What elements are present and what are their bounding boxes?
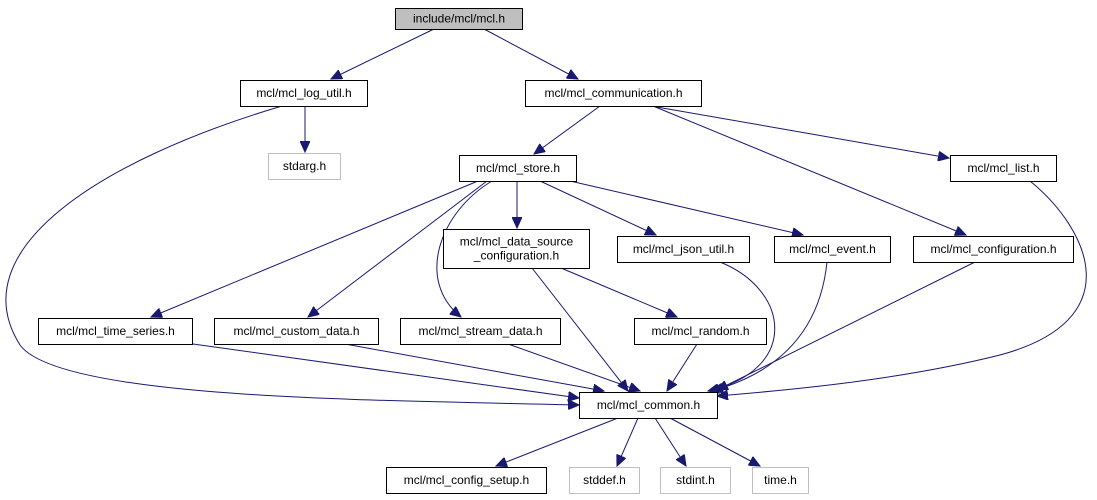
- node-list[interactable]: mcl/mcl_list.h: [950, 155, 1057, 182]
- node-label: mcl/mcl_custom_data.h: [233, 324, 359, 338]
- node-box: [617, 236, 750, 263]
- node-time-series[interactable]: mcl/mcl_time_series.h: [38, 318, 193, 345]
- node-stddef[interactable]: stddef.h: [569, 467, 640, 494]
- edge-store-to-event: [569, 180, 803, 235]
- edge-common-to-config-setup: [496, 417, 619, 466]
- node-event[interactable]: mcl/mcl_event.h: [774, 236, 891, 263]
- edge-root-to-log-util: [331, 28, 435, 79]
- node-box: [268, 153, 341, 180]
- node-json-util[interactable]: mcl/mcl_json_util.h: [617, 236, 750, 263]
- node-stream-data[interactable]: mcl/mcl_stream_data.h: [400, 318, 561, 345]
- node-box: [395, 8, 523, 30]
- edge-data-source-configuration-to-common: [531, 267, 628, 391]
- node-config-setup[interactable]: mcl/mcl_config_setup.h: [386, 467, 547, 494]
- edge-communication-to-configuration: [652, 105, 966, 235]
- node-box: [950, 155, 1057, 182]
- node-label: mcl/mcl_event.h: [789, 242, 876, 256]
- edge-custom-data-to-common: [344, 343, 604, 391]
- node-label: mcl/mcl_data_source: [460, 235, 574, 249]
- node-label: include/mcl/mcl.h: [413, 12, 505, 26]
- edge-random-to-common: [667, 343, 698, 391]
- node-box: [38, 318, 193, 345]
- node-box: [400, 318, 561, 345]
- edge-store-to-time-series: [151, 180, 479, 317]
- edge-time-series-to-common: [192, 343, 579, 398]
- node-label: mcl/mcl_store.h: [476, 161, 560, 175]
- nodes-layer: include/mcl/mcl.h mcl/mcl_log_util.h mcl/m…: [38, 8, 1074, 494]
- node-label: mcl/mcl_common.h: [597, 398, 700, 412]
- node-label: stdarg.h: [283, 159, 326, 173]
- node-time[interactable]: time.h: [752, 467, 809, 494]
- node-log-util[interactable]: mcl/mcl_log_util.h: [240, 80, 368, 107]
- node-box: [240, 80, 368, 107]
- node-label: mcl/mcl_log_util.h: [256, 86, 351, 100]
- edge-data-source-configuration-to-random: [560, 267, 677, 317]
- node-common[interactable]: mcl/mcl_common.h: [579, 392, 718, 419]
- node-label: mcl/mcl_list.h: [967, 161, 1039, 175]
- edge-list-to-common: [717, 180, 1087, 396]
- node-stdarg[interactable]: stdarg.h: [268, 153, 341, 180]
- node-box: [443, 229, 590, 269]
- edge-log-util-to-common: [5, 105, 579, 405]
- node-box: [459, 155, 577, 182]
- node-label: time.h: [764, 473, 797, 487]
- node-box: [752, 467, 809, 494]
- edge-root-to-communication: [483, 28, 578, 79]
- edge-store-to-stream-data: [436, 180, 493, 317]
- edge-store-to-custom-data: [308, 180, 488, 317]
- edge-common-to-stddef: [617, 417, 639, 466]
- edge-communication-to-store: [534, 105, 601, 154]
- node-label: _configuration.h: [473, 249, 559, 263]
- node-label: stdint.h: [676, 473, 715, 487]
- edge-common-to-time: [669, 417, 760, 466]
- node-box: [525, 80, 702, 107]
- node-box: [774, 236, 891, 263]
- edge-store-to-json-util: [539, 180, 656, 235]
- node-stdint[interactable]: stdint.h: [660, 467, 731, 494]
- node-label: mcl/mcl_stream_data.h: [418, 324, 542, 338]
- edge-common-to-stdint: [654, 417, 686, 466]
- node-label: stddef.h: [583, 473, 626, 487]
- edge-event-to-common: [712, 261, 828, 391]
- node-box: [660, 467, 731, 494]
- node-box: [214, 318, 379, 345]
- node-box: [569, 467, 640, 494]
- node-random[interactable]: mcl/mcl_random.h: [634, 318, 767, 345]
- edge-configuration-to-common: [717, 261, 976, 390]
- node-label: mcl/mcl_random.h: [651, 324, 749, 338]
- node-box: [386, 467, 547, 494]
- node-data-source-configuration[interactable]: mcl/mcl_data_source_configuration.h: [443, 229, 590, 269]
- node-root[interactable]: include/mcl/mcl.h: [395, 8, 523, 30]
- node-label: mcl/mcl_config_setup.h: [404, 473, 529, 487]
- node-label: mcl/mcl_communication.h: [544, 86, 682, 100]
- node-configuration[interactable]: mcl/mcl_configuration.h: [913, 236, 1074, 263]
- node-label: mcl/mcl_time_series.h: [56, 324, 175, 338]
- node-custom-data[interactable]: mcl/mcl_custom_data.h: [214, 318, 379, 345]
- node-box: [913, 236, 1074, 263]
- edges-layer: [5, 28, 1087, 466]
- node-label: mcl/mcl_configuration.h: [930, 242, 1056, 256]
- node-communication[interactable]: mcl/mcl_communication.h: [525, 80, 702, 107]
- edge-communication-to-list: [650, 105, 949, 158]
- node-box: [634, 318, 767, 345]
- edge-stream-data-to-common: [507, 343, 640, 391]
- node-label: mcl/mcl_json_util.h: [633, 242, 734, 256]
- node-box: [579, 392, 718, 419]
- node-store[interactable]: mcl/mcl_store.h: [459, 155, 577, 182]
- edge-json-util-to-common: [708, 261, 776, 391]
